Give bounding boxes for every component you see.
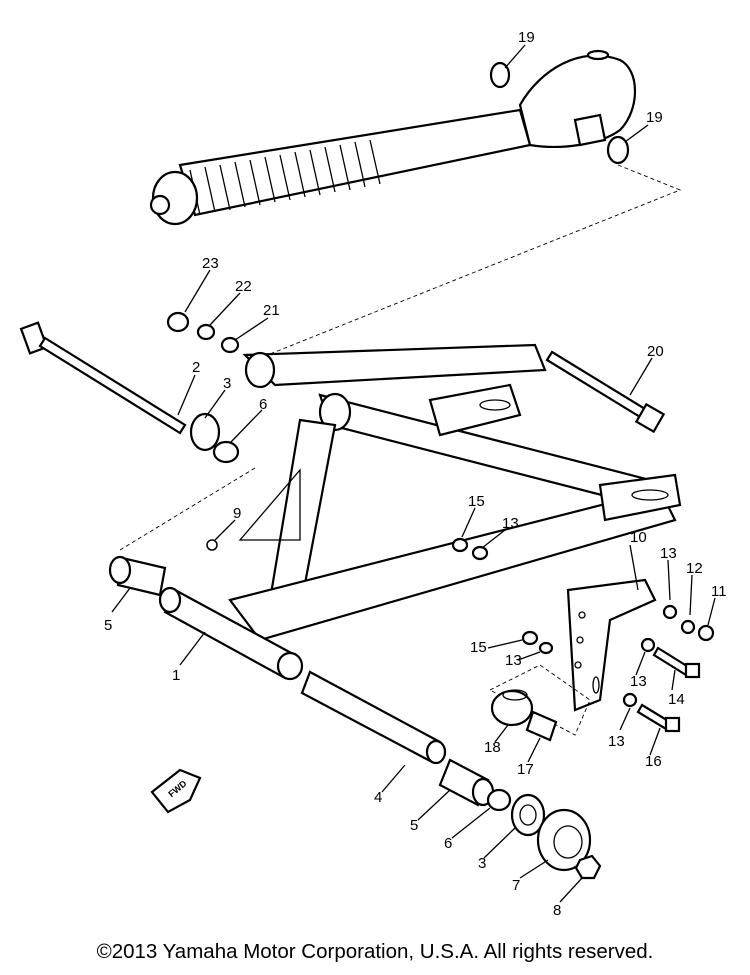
callout-13-mid: 13 (630, 673, 647, 690)
callout-15-upper: 15 (468, 493, 485, 510)
bolt-20 (545, 350, 666, 434)
callout-3-right: 3 (478, 855, 486, 872)
swingarm-frame (228, 343, 682, 642)
nut-11 (697, 624, 715, 642)
callout-23: 23 (202, 255, 219, 272)
callout-19-lower: 19 (646, 109, 663, 126)
callout-13-lower: 13 (505, 652, 522, 669)
callout-16: 16 (645, 753, 662, 770)
grease-fitting-9 (206, 539, 218, 551)
callout-18: 18 (484, 739, 501, 756)
washer-13-lowest (622, 692, 638, 708)
bushing-19-upper (489, 61, 511, 89)
callout-13-upper: 13 (502, 515, 519, 532)
washer-6-right (486, 788, 512, 812)
callout-6-right: 6 (444, 835, 452, 852)
callout-12: 12 (686, 560, 703, 577)
bushing-19-lower (606, 135, 630, 165)
cap-7 (536, 808, 592, 872)
washer-13-lower (538, 641, 554, 655)
callout-20: 20 (647, 343, 664, 360)
pivot-shaft-4 (300, 670, 447, 765)
callout-4: 4 (374, 789, 382, 806)
callout-17: 17 (517, 761, 534, 778)
callout-7: 7 (512, 877, 520, 894)
fwd-arrow: FWD (150, 768, 202, 814)
nut-15-lower (521, 630, 539, 646)
bolt-16 (636, 703, 681, 733)
callout-8: 8 (553, 902, 561, 919)
pivot-tube-1 (158, 586, 304, 681)
collar-5-left (108, 555, 167, 597)
callout-14: 14 (668, 691, 685, 708)
callout-labels: 19 19 23 22 21 2 3 6 20 9 15 13 10 13 12… (104, 29, 727, 919)
callout-1: 1 (172, 667, 180, 684)
washer-22 (196, 323, 216, 341)
bracket-10 (566, 578, 657, 712)
collar-5-right (438, 758, 495, 807)
damper-18 (490, 689, 534, 727)
rear-shock-absorber (149, 49, 637, 226)
callout-22: 22 (235, 278, 252, 295)
copyright-notice: ©2013 Yamaha Motor Corporation, U.S.A. A… (96, 940, 654, 963)
nut-8 (574, 854, 602, 880)
callout-2: 2 (192, 359, 200, 376)
washer-13-right (662, 604, 678, 620)
callout-6-upper: 6 (259, 396, 267, 413)
callout-11: 11 (711, 583, 727, 600)
washer-12 (680, 619, 696, 635)
washer-13-mid (640, 637, 656, 653)
washer-13-upper (471, 545, 489, 561)
callout-19-upper: 19 (518, 29, 535, 46)
pivot-bolt-2 (19, 321, 187, 435)
bearing-3-right (510, 793, 546, 837)
washer-6-left (212, 440, 240, 464)
callout-9: 9 (233, 505, 241, 522)
washer-21 (220, 336, 240, 354)
bolt-14 (652, 646, 701, 679)
callout-13-right: 13 (660, 545, 677, 562)
callout-21: 21 (263, 302, 280, 319)
bearing-3-left (189, 412, 221, 452)
spacer-17 (525, 710, 558, 742)
callout-5-left: 5 (104, 617, 112, 634)
leader-lines (111, 44, 716, 903)
callout-15-lower: 15 (470, 639, 487, 656)
nut-15-upper (451, 537, 469, 553)
callout-5-right: 5 (410, 817, 418, 834)
callout-3-upper: 3 (223, 375, 231, 392)
callout-13-lowest: 13 (608, 733, 625, 750)
nut-23 (166, 311, 190, 333)
callout-10: 10 (630, 529, 647, 546)
